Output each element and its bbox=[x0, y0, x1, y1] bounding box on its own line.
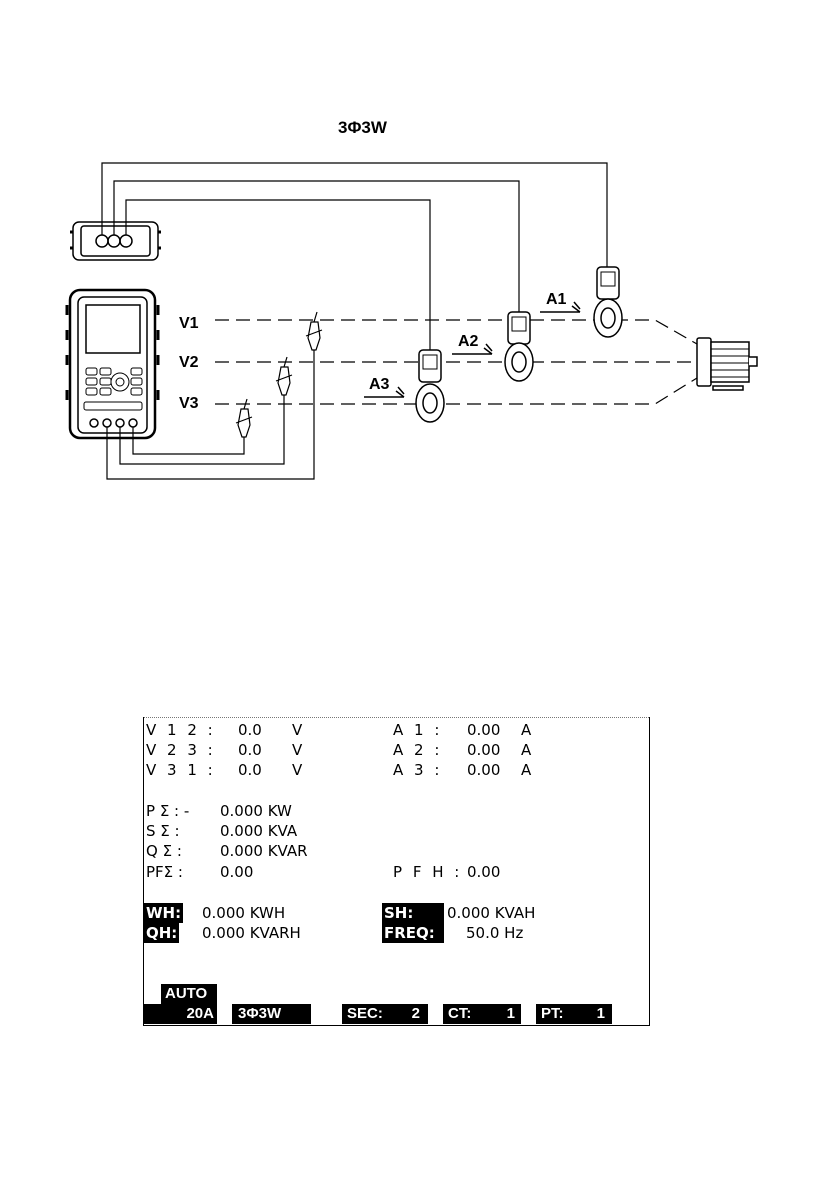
wiring-mode-badge: 3Φ3W bbox=[232, 1004, 311, 1024]
ct-badge: CT: 1 bbox=[443, 1004, 521, 1024]
p-total-label: P Σ : - bbox=[146, 801, 189, 821]
energy-row-1: WH: 0.000 KWH SH: 0.000 KVAH bbox=[144, 903, 649, 923]
line-label-v2: V2 bbox=[179, 354, 199, 371]
reading-row-2: V 2 3 : 0.0 V A 2 : 0.00 A bbox=[144, 740, 649, 760]
wh-value: 0.000 KWH bbox=[202, 903, 285, 923]
v31-value: 0.0 bbox=[238, 760, 262, 780]
power-row-s: S Σ : 0.000 KVA bbox=[144, 821, 649, 841]
wiring-mode-text: 3Φ3W bbox=[238, 1004, 281, 1024]
diagram-title: 3Φ3W bbox=[338, 118, 388, 137]
lcd-display: V 1 2 : 0.0 V A 1 : 0.00 A V 2 3 : 0.0 V… bbox=[143, 717, 650, 1026]
reading-row-3: V 3 1 : 0.0 V A 3 : 0.00 A bbox=[144, 760, 649, 780]
range-value-badge: 20A bbox=[144, 1004, 217, 1024]
clamp-label-a1: A1 bbox=[546, 291, 567, 308]
qh-value: 0.000 KVARH bbox=[202, 923, 301, 943]
wiring-diagram: 3Φ3W bbox=[0, 0, 840, 700]
p-total-value: 0.000 KW bbox=[220, 801, 292, 821]
range-mode-badge: AUTO bbox=[161, 984, 217, 1004]
sh-value: 0.000 KVAH bbox=[447, 903, 535, 923]
sec-label: SEC: bbox=[347, 1004, 383, 1024]
sh-label: SH: bbox=[382, 903, 444, 923]
clamp-cables bbox=[102, 163, 607, 350]
qh-label: QH: bbox=[144, 923, 179, 943]
pf-total-label: PFΣ : bbox=[146, 862, 183, 882]
a3-label: A 3 : bbox=[393, 760, 442, 780]
pfh-value: 0.00 bbox=[467, 862, 500, 882]
a2-value: 0.00 bbox=[467, 740, 500, 760]
q-total-value: 0.000 KVAR bbox=[220, 841, 308, 861]
v23-unit: V bbox=[292, 740, 302, 760]
v23-label: V 2 3 : bbox=[146, 740, 216, 760]
s-total-value: 0.000 KVA bbox=[220, 821, 297, 841]
v12-label: V 1 2 : bbox=[146, 720, 216, 740]
energy-row-2: QH: 0.000 KVARH FREQ: 50.0 Hz bbox=[144, 923, 649, 943]
a3-value: 0.00 bbox=[467, 760, 500, 780]
a2-unit: A bbox=[521, 740, 531, 760]
voltage-leads bbox=[107, 345, 314, 479]
reading-row-1: V 1 2 : 0.0 V A 1 : 0.00 A bbox=[144, 720, 649, 740]
pf-total-value: 0.00 bbox=[220, 862, 253, 882]
a1-value: 0.00 bbox=[467, 720, 500, 740]
a3-unit: A bbox=[521, 760, 531, 780]
freq-label: FREQ: bbox=[382, 923, 444, 943]
power-row-pf: PFΣ : 0.00 P F H : 0.00 bbox=[144, 862, 649, 882]
s-total-label: S Σ : bbox=[146, 821, 180, 841]
v12-value: 0.0 bbox=[238, 720, 262, 740]
range-value-text: 20A bbox=[186, 1004, 214, 1024]
pt-value: 1 bbox=[597, 1004, 605, 1024]
ct-label: CT: bbox=[448, 1004, 471, 1024]
sec-value: 2 bbox=[412, 1004, 420, 1024]
clamp-label-a2: A2 bbox=[458, 333, 479, 350]
clamp-adapter bbox=[70, 222, 161, 260]
pt-label: PT: bbox=[541, 1004, 564, 1024]
ct-value: 1 bbox=[507, 1004, 515, 1024]
q-total-label: Q Σ : bbox=[146, 841, 182, 861]
power-row-p: P Σ : - 0.000 KW bbox=[144, 801, 649, 821]
v31-unit: V bbox=[292, 760, 302, 780]
a1-label: A 1 : bbox=[393, 720, 442, 740]
v23-value: 0.0 bbox=[238, 740, 262, 760]
line-label-v3: V3 bbox=[179, 395, 199, 412]
a2-label: A 2 : bbox=[393, 740, 442, 760]
a1-unit: A bbox=[521, 720, 531, 740]
v12-unit: V bbox=[292, 720, 302, 740]
pt-badge: PT: 1 bbox=[536, 1004, 612, 1024]
freq-value: 50.0 Hz bbox=[466, 923, 523, 943]
lcd-top-border bbox=[144, 717, 649, 718]
clamp-label-a3: A3 bbox=[369, 376, 390, 393]
pfh-label: P F H : bbox=[393, 862, 462, 882]
sec-badge: SEC: 2 bbox=[342, 1004, 428, 1024]
line-label-v1: V1 bbox=[179, 315, 199, 332]
power-row-q: Q Σ : 0.000 KVAR bbox=[144, 841, 649, 861]
range-mode-text: AUTO bbox=[165, 984, 207, 1004]
wh-label: WH: bbox=[144, 903, 183, 923]
v31-label: V 3 1 : bbox=[146, 760, 216, 780]
motor-icon bbox=[697, 338, 757, 390]
voltage-probe-clips bbox=[236, 312, 322, 437]
meter-device bbox=[67, 290, 158, 438]
